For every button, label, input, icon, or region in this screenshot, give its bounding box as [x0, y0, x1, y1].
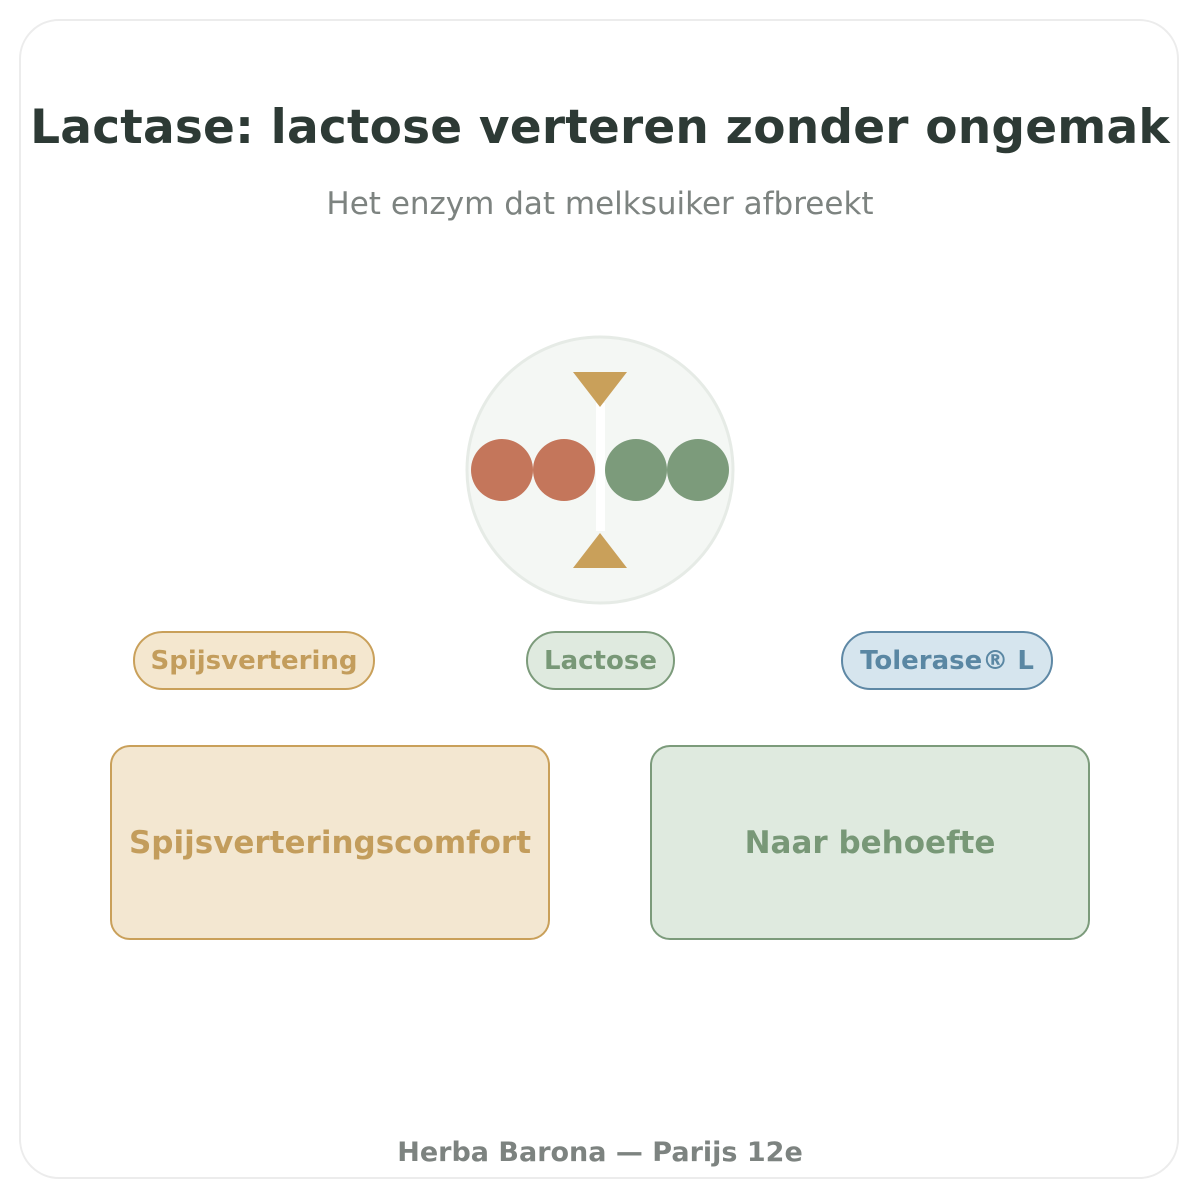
tag-lactose: Lactose: [526, 631, 675, 690]
benefit-box-dosage-label: Naar behoefte: [744, 824, 996, 861]
enzyme-arrow-bottom-icon: [573, 533, 627, 568]
benefit-box-comfort: Spijsverteringscomfort: [110, 745, 550, 940]
lactose-split-illustration: [465, 335, 735, 605]
molecule-right-outer: [667, 439, 729, 501]
benefit-box-dosage: Naar behoefte: [650, 745, 1090, 940]
cut-line: [596, 403, 605, 531]
footer-brand: Herba Barona — Parijs 12e: [397, 1137, 803, 1168]
page-title: Lactase: lactose verteren zonder ongemak: [30, 100, 1170, 155]
benefit-box-comfort-label: Spijsverteringscomfort: [128, 824, 532, 861]
tag-spijsvertering: Spijsvertering: [133, 631, 375, 690]
molecule-left-inner: [533, 439, 595, 501]
page-subtitle: Het enzym dat melksuiker afbreekt: [326, 186, 874, 222]
tag-product: Tolerase® L: [841, 631, 1053, 690]
enzyme-arrow-top-icon: [573, 372, 627, 407]
molecule-right-inner: [605, 439, 667, 501]
molecule-left-outer: [471, 439, 533, 501]
